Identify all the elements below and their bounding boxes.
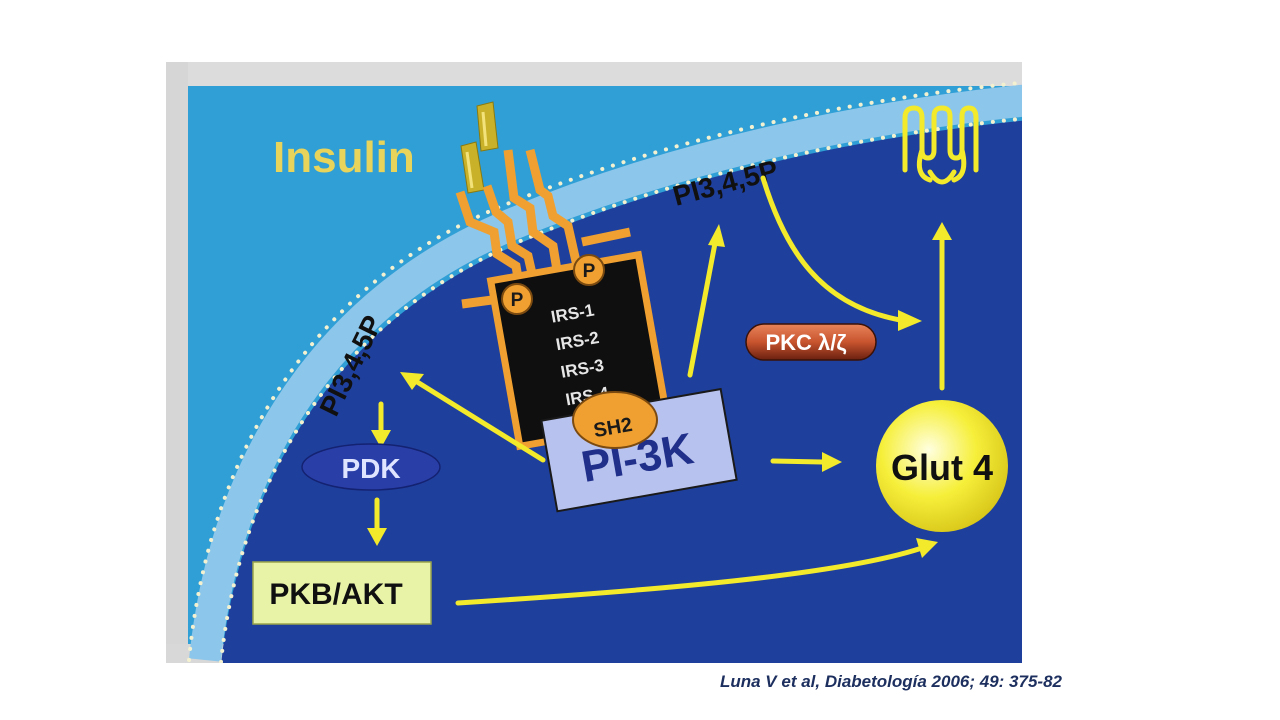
pkc-pill — [745, 323, 877, 361]
pkc-label: PKC λ/ζ — [765, 330, 846, 355]
insulin-label: Insulin — [273, 133, 415, 182]
pkb-label: PKB/AKT — [269, 578, 402, 611]
arrow-pi3k-to-pip-left — [411, 377, 546, 463]
glut4-transporter-icon — [902, 105, 979, 185]
phospho-p-right-icon — [573, 254, 605, 286]
membrane-dots-outer — [187, 80, 1022, 662]
pkb-box — [252, 561, 432, 625]
figure-top-margin — [166, 62, 1022, 86]
arrow-pi3k-to-glut4 — [770, 458, 825, 465]
pdk-label: PDK — [341, 453, 400, 484]
glut4-sphere — [876, 400, 1008, 532]
arrow-pi3k-to-pip-right — [687, 235, 719, 378]
insulin-receptor — [455, 148, 631, 309]
arrow-pip-to-membrane-glut4 — [760, 175, 903, 323]
membrane-dots-inner — [219, 116, 1022, 663]
sh2-domain — [572, 391, 658, 449]
figure-left-margin — [166, 62, 188, 663]
insulin-molecule-icon — [460, 101, 499, 194]
phospho-p-left-icon — [501, 283, 533, 315]
pdk-ellipse — [301, 443, 441, 491]
glut4-label: Glut 4 — [891, 447, 993, 488]
phospho-p-left-label: P — [511, 290, 524, 311]
arrow-pkb-to-glut4 — [455, 545, 925, 606]
phospho-p-right-label: P — [583, 261, 596, 282]
citation: Luna V et al, Diabetología 2006; 49: 375… — [719, 672, 1062, 691]
signal-arrows — [374, 175, 945, 606]
arrow-heads — [367, 222, 952, 558]
